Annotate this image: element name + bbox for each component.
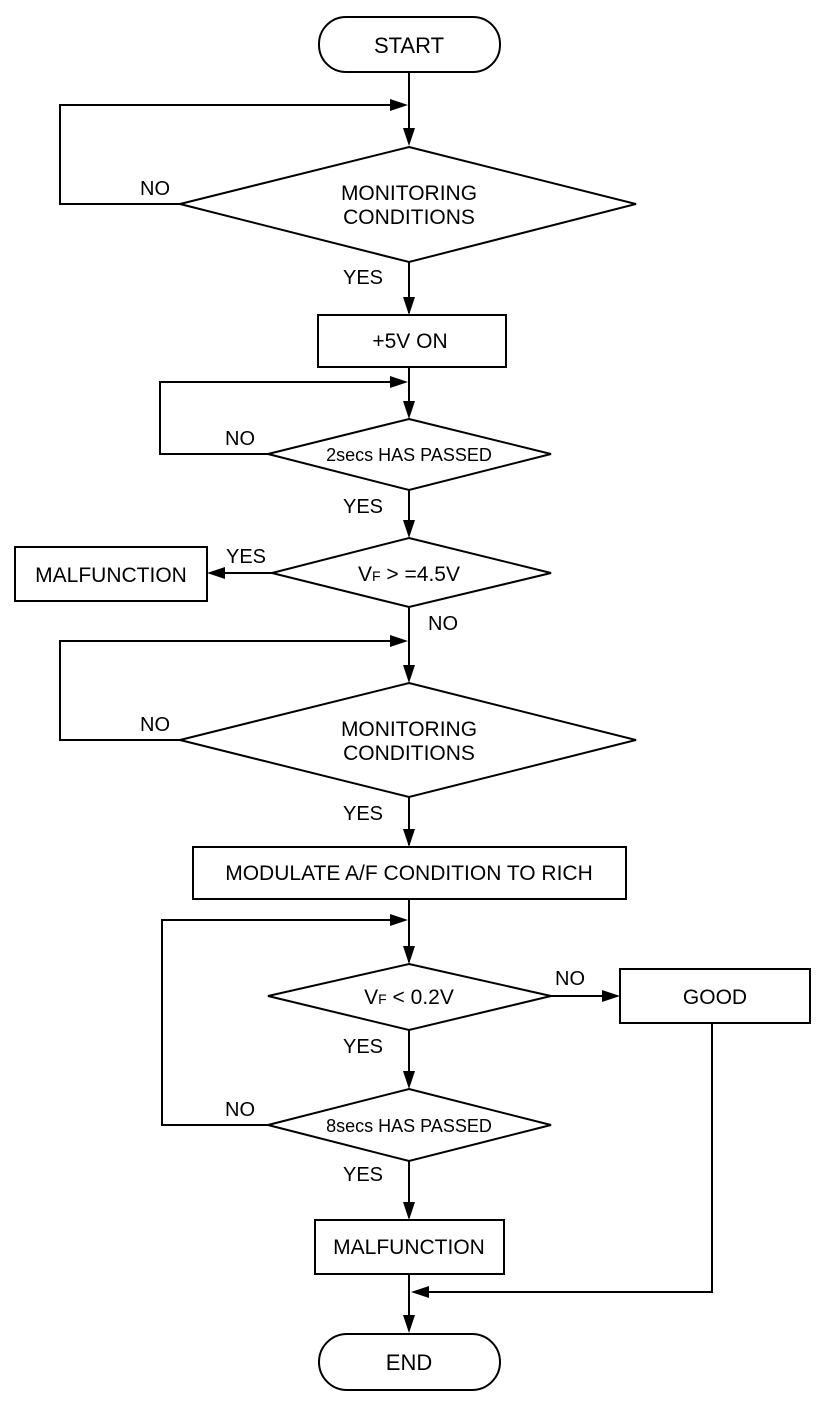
arrow-into-malfunction-2 xyxy=(403,1202,415,1220)
vf-high-check-subscript: F xyxy=(372,568,381,584)
edge-labels: NO YES NO YES YES NO NO YES NO YES NO YE… xyxy=(140,178,585,1186)
edge-label-vf-low-check-yes: YES xyxy=(343,1036,383,1058)
plus5v-on-process: +5V ON xyxy=(317,314,507,368)
edge-label-wait-8secs-yes: YES xyxy=(343,1164,383,1186)
monitoring-1-label-line-1: MONITORING xyxy=(341,182,477,205)
monitoring-1-label-line-2: CONDITIONS xyxy=(343,206,475,229)
vf-low-check-decision: VF < 0.2V xyxy=(267,962,552,1032)
arrow-into-8secs xyxy=(403,1071,415,1089)
arrow-into-vf-high xyxy=(403,520,415,538)
wait-2secs-label: 2secs HAS PASSED xyxy=(326,445,492,465)
malfunction-2-box xyxy=(314,1219,505,1275)
arrow-into-modulate xyxy=(403,829,415,847)
vf-low-check-diamond xyxy=(267,962,552,1032)
malfunction-process-2: MALFUNCTION xyxy=(314,1219,505,1275)
vf-low-check-condition: < 0.2V xyxy=(387,986,454,1009)
malfunction-1-label: MALFUNCTION xyxy=(35,564,187,587)
arrow-into-end xyxy=(403,1315,415,1333)
arrow-good-merge xyxy=(411,1286,429,1298)
arrow-into-monitoring-2 xyxy=(403,665,415,683)
connectors xyxy=(59,72,713,1333)
start-label: START xyxy=(374,33,444,58)
modulate-af-label: MODULATE A/F CONDITION TO RICH xyxy=(225,862,593,885)
malfunction-1-box xyxy=(14,546,208,602)
end-terminal: END xyxy=(318,1333,501,1391)
vf-high-check-symbol: V xyxy=(358,563,372,586)
monitoring-2-diamond xyxy=(179,681,637,799)
plus5v-on-box xyxy=(317,314,507,368)
good-label: GOOD xyxy=(683,986,747,1009)
vf-low-check-label: VF < 0.2V xyxy=(364,986,454,1009)
modulate-af-box xyxy=(192,846,627,900)
vf-low-check-subscript: F xyxy=(378,991,387,1007)
modulate-af-process: MODULATE A/F CONDITION TO RICH xyxy=(192,846,627,900)
arrow-into-monitoring-1 xyxy=(403,128,415,146)
wait-2secs-decision: 2secs HAS PASSED xyxy=(267,417,552,492)
malfunction-2-label: MALFUNCTION xyxy=(333,1236,485,1259)
loop-monitoring-1-no xyxy=(59,104,395,205)
plus5v-on-label: +5V ON xyxy=(372,330,447,353)
vf-high-check-condition: > =4.5V xyxy=(381,563,460,586)
edge-label-monitoring-1-yes: YES xyxy=(343,267,383,289)
monitoring-2-label-line-1: MONITORING xyxy=(341,718,477,741)
wait-8secs-label: 8secs HAS PASSED xyxy=(326,1116,492,1136)
monitoring-conditions-decision-2: MONITORING CONDITIONS xyxy=(179,681,637,799)
good-box xyxy=(619,968,811,1024)
arrow-into-malfunction-1 xyxy=(207,567,225,579)
arrow-loop-monitoring-2 xyxy=(390,635,408,647)
monitoring-conditions-decision-1: MONITORING CONDITIONS xyxy=(179,145,637,264)
edge-label-monitoring-1-no: NO xyxy=(140,178,170,200)
edge-label-wait-2secs-no: NO xyxy=(225,428,255,450)
edge-label-vf-low-check-no: NO xyxy=(555,968,585,990)
loop-monitoring-2-no xyxy=(59,640,395,741)
monitoring-1-diamond xyxy=(179,145,637,264)
arrow-into-vf-low xyxy=(403,946,415,964)
loop-8secs-no xyxy=(161,919,395,1126)
arrow-into-plus5v xyxy=(403,297,415,315)
arrow-into-good xyxy=(602,990,620,1002)
edge-label-monitoring-2-yes: YES xyxy=(343,803,383,825)
edge-label-wait-2secs-yes: YES xyxy=(343,496,383,518)
start-terminal: START xyxy=(318,16,501,73)
good-process: GOOD xyxy=(619,968,811,1024)
malfunction-process-1: MALFUNCTION xyxy=(14,546,208,602)
edge-label-vf-high-check-yes: YES xyxy=(226,546,266,568)
connector-good-to-end xyxy=(425,1023,713,1293)
end-label: END xyxy=(386,1350,432,1375)
loop-2secs-no xyxy=(159,381,395,455)
monitoring-2-label-line-2: CONDITIONS xyxy=(343,742,475,765)
wait-8secs-decision: 8secs HAS PASSED xyxy=(267,1087,552,1163)
vf-high-check-diamond xyxy=(271,536,552,609)
start-shape xyxy=(318,16,501,73)
arrow-loop-2secs xyxy=(390,376,408,388)
vf-high-check-decision: VF > =4.5V xyxy=(271,536,552,609)
wait-8secs-diamond xyxy=(267,1087,552,1163)
edge-label-wait-8secs-no: NO xyxy=(225,1099,255,1121)
arrow-into-2secs xyxy=(403,401,415,419)
arrow-loop-8secs xyxy=(390,914,408,926)
vf-low-check-symbol: V xyxy=(364,986,378,1009)
end-shape xyxy=(318,1333,501,1391)
edge-label-vf-high-check-no: NO xyxy=(428,613,458,635)
arrow-loop-monitoring-1 xyxy=(390,99,408,111)
edge-label-monitoring-2-no: NO xyxy=(140,714,170,736)
vf-high-check-label: VF > =4.5V xyxy=(358,563,460,586)
wait-2secs-diamond xyxy=(267,417,552,492)
